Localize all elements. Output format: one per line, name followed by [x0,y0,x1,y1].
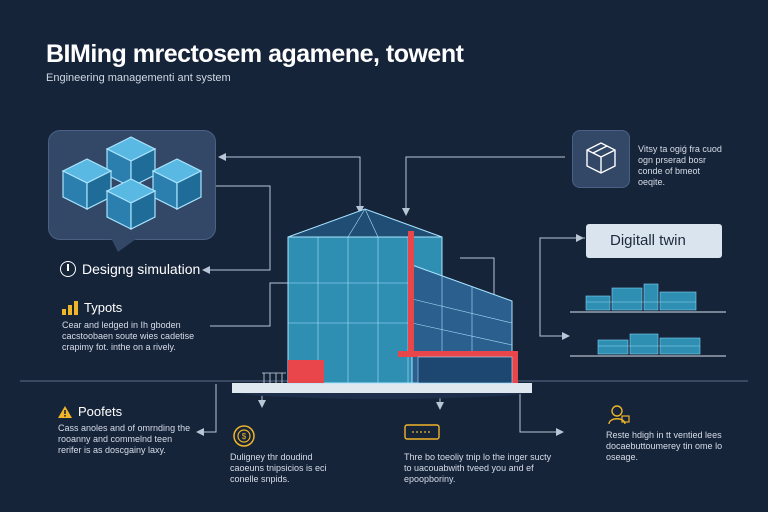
power-icon [60,261,76,277]
svg-text:$: $ [242,432,247,441]
coin-icon: $ [232,424,256,453]
designing-label: Designg simulation [82,261,201,277]
bar-chart-icon [62,300,78,315]
package-box-icon [586,142,616,174]
bottom-col-2-text: Thre bo toeoliy tnip lo the inger sucty … [404,452,552,484]
poofets-heading-row: Poofets [58,404,122,419]
isometric-cubes-icon [61,136,203,230]
digital-twin-buildings [570,283,726,357]
typots-heading: Typots [84,300,123,315]
top-right-text: Vitsy ta ogiǵ fra cuod ogn prserad bosr… [638,144,722,187]
central-building-illustration [232,208,532,399]
modules-card [48,130,216,240]
warning-icon [58,405,72,418]
typots-text: Cear and ledged in Ih gboden cacstoobaen… [62,320,195,352]
user-lock-icon [608,404,630,431]
bottom-col-1-text: Duligney thr doudind caoeuns tnipsicios … [230,452,327,484]
box-icon-card [572,130,630,188]
page-title: BIMing mrectosem agamene, towent [46,40,464,68]
poofets-heading: Poofets [78,404,123,419]
ticket-icon [404,424,440,445]
bottom-col-3-text: Reste hdigh in tt ventied lees docaebutt… [606,430,723,462]
typots-heading-row: Typots [62,300,122,315]
page-subtitle: Engineering managementi ant system [46,72,231,84]
digital-twin-label: Digitall twin [586,224,722,258]
card-pointer [110,236,140,252]
poofets-text: Cass anoles and of omrnding the rooanny … [58,423,191,455]
designing-row: Designg simulation [60,261,200,277]
